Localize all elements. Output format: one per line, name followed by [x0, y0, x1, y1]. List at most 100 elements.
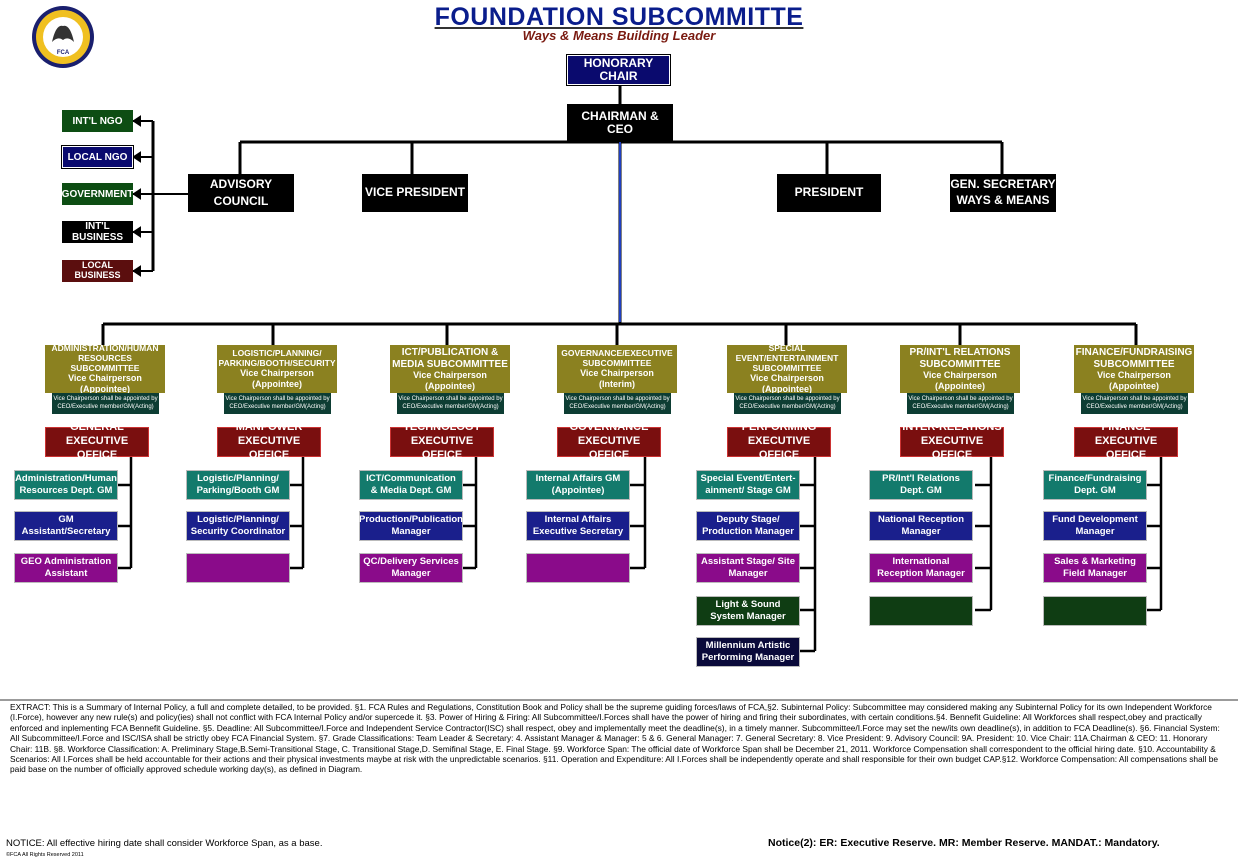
position-label: Logistic/Planning/ Parking/Booth GM — [196, 473, 280, 496]
position-box: Assistant Stage/ Site Manager — [696, 553, 800, 583]
position-box: Production/Publication Manager — [359, 511, 463, 541]
position-label: Internal Affairs Executive Secretary — [532, 514, 624, 537]
position-label: Sales & Marketing Field Manager — [1054, 556, 1136, 579]
subcommittee-title: PR/INT'L RELATIONS SUBCOMMITTEE — [909, 347, 1011, 370]
office-line2: EXECUTIVE OFFICE — [920, 435, 984, 461]
left-stack-label: LOCAL BUSINESS — [74, 260, 121, 280]
position-box: Internal Affairs Executive Secretary — [526, 511, 630, 541]
position-label: Fund Development Manager — [1052, 514, 1138, 537]
left-stack-label: INT'L BUSINESS — [71, 221, 124, 243]
page-title: FOUNDATION SUBCOMMITTE — [434, 3, 804, 31]
position-box: Millennium Artistic Performing Manager — [696, 637, 800, 667]
position-box: National Reception Manager — [869, 511, 973, 541]
gen-sec-line2: WAYS & MEANS — [956, 193, 1050, 207]
subcommittee-role: Vice Chairperson — [68, 373, 142, 384]
subcommittee-title: ADMINISTRATION/HUMAN RESOURCES SUBCOMMIT… — [51, 343, 159, 373]
left-stack-label: LOCAL NGO — [67, 151, 128, 163]
vice-chair-note: Vice Chairperson shall be appointed by C… — [564, 393, 671, 414]
policy-extract: EXTRACT: This is a Summary of Internal P… — [10, 702, 1220, 775]
position-box: PR/Int'l Relations Dept. GM — [869, 470, 973, 500]
subcommittee-title: LOGISTIC/PLANNING/ PARKING/BOOTH/SECURIT… — [218, 347, 336, 368]
subcommittee-status: (Appointee) — [935, 380, 985, 391]
subcommittee-box: ADMINISTRATION/HUMAN RESOURCES SUBCOMMIT… — [45, 343, 165, 394]
position-label: QC/Delivery Services Manager — [363, 556, 459, 579]
subcommittee-role: Vice Chairperson — [750, 373, 824, 384]
vice-president-box: VICE PRESIDENT — [362, 174, 468, 212]
subcommittee-role: Vice Chairperson — [413, 370, 487, 381]
position-label: Light & Sound System Manager — [710, 599, 786, 622]
position-box: Finance/Fundraising Dept. GM — [1043, 470, 1147, 500]
position-box — [186, 553, 290, 583]
subcommittee-status: (Interim) — [599, 378, 635, 389]
position-label: Finance/Fundraising Dept. GM — [1048, 473, 1142, 496]
position-box: Administration/Human Resources Dept. GM — [14, 470, 118, 500]
office-line2: EXECUTIVE OFFICE — [1094, 435, 1158, 461]
office-line1: INTER-RELATIONS — [902, 421, 1002, 434]
position-label: Logistic/Planning/ Security Coordinator — [190, 514, 286, 537]
position-box: International Reception Manager — [869, 553, 973, 583]
position-label: Production/Publication Manager — [359, 514, 463, 537]
office-line2: EXECUTIVE OFFICE — [747, 435, 811, 461]
copyright: ©FCA All Rights Reserved 2011 — [6, 852, 84, 858]
position-label: Assistant Stage/ Site Manager — [701, 556, 795, 579]
vice-chair-note-text: Vice Chairperson shall be appointed by C… — [53, 395, 158, 410]
position-label: Millennium Artistic Performing Manager — [701, 640, 795, 663]
subcommittee-status: (Appointee) — [80, 383, 130, 394]
position-label: Administration/Human Resources Dept. GM — [15, 473, 117, 496]
subcommittee-box: LOGISTIC/PLANNING/ PARKING/BOOTH/SECURIT… — [217, 345, 337, 393]
vice-chair-note: Vice Chairperson shall be appointed by C… — [734, 393, 841, 414]
position-label: GEO Administration Assistant — [20, 556, 112, 579]
left-stack-item: INT'L NGO — [62, 110, 133, 132]
left-stack-label: INT'L NGO — [72, 115, 123, 127]
subcommittee-role: Vice Chairperson — [240, 368, 314, 379]
position-box: GEO Administration Assistant — [14, 553, 118, 583]
vice-chair-note-text: Vice Chairperson shall be appointed by C… — [735, 395, 840, 410]
position-label: ICT/Communication & Media Dept. GM — [366, 473, 456, 496]
position-box: Logistic/Planning/ Security Coordinator — [186, 511, 290, 541]
notice-reserves: Notice(2): ER: Executive Reserve. MR: Me… — [768, 837, 1160, 849]
subcommittee-role: Vice Chairperson — [580, 368, 654, 379]
president-box: PRESIDENT — [777, 174, 881, 212]
subcommittee-role: Vice Chairperson — [1097, 370, 1171, 381]
vice-chair-note-text: Vice Chairperson shall be appointed by C… — [565, 395, 670, 410]
left-stack-item: INT'L BUSINESS — [62, 221, 133, 243]
fca-logo-icon: FCA — [30, 4, 96, 70]
vice-president-label: VICE PRESIDENT — [364, 185, 466, 200]
position-label: Deputy Stage/ Production Manager — [702, 514, 794, 537]
position-label: International Reception Manager — [877, 556, 965, 579]
vice-chair-note-text: Vice Chairperson shall be appointed by C… — [1082, 395, 1187, 410]
office-line2: EXECUTIVE OFFICE — [410, 435, 474, 461]
vice-chair-note-text: Vice Chairperson shall be appointed by C… — [225, 395, 330, 410]
subcommittee-title: FINANCE/FUNDRAISING SUBCOMMITTEE — [1075, 347, 1193, 370]
position-label: PR/Int'l Relations Dept. GM — [882, 473, 960, 496]
subcommittee-status: (Appointee) — [762, 383, 812, 394]
subcommittee-status: (Appointee) — [252, 378, 302, 389]
left-stack-item: LOCAL BUSINESS — [62, 260, 133, 282]
advisory-council-box: ADVISORY COUNCIL — [188, 174, 294, 212]
vice-chair-note: Vice Chairperson shall be appointed by C… — [907, 393, 1014, 414]
position-label: National Reception Manager — [877, 514, 965, 537]
subcommittee-title: SPECIAL EVENT/ENTERTAINMENT SUBCOMMITTEE — [735, 343, 839, 373]
position-box: Sales & Marketing Field Manager — [1043, 553, 1147, 583]
position-box: Special Event/Entert- ainment/ Stage GM — [696, 470, 800, 500]
vice-chair-note: Vice Chairperson shall be appointed by C… — [52, 393, 159, 414]
office-line1: TECHNOLOGY — [403, 421, 481, 434]
subcommittee-status: (Appointee) — [1109, 380, 1159, 391]
position-box: Fund Development Manager — [1043, 511, 1147, 541]
notice-hiring-date: NOTICE: All effective hiring date shall … — [6, 838, 323, 849]
position-box: ICT/Communication & Media Dept. GM — [359, 470, 463, 500]
left-stack-label: GOVERNMENT — [61, 188, 134, 200]
vice-chair-note-text: Vice Chairperson shall be appointed by C… — [908, 395, 1013, 410]
office-line1: GENERAL — [70, 421, 124, 434]
office-line2: EXECUTIVE OFFICE — [65, 435, 129, 461]
